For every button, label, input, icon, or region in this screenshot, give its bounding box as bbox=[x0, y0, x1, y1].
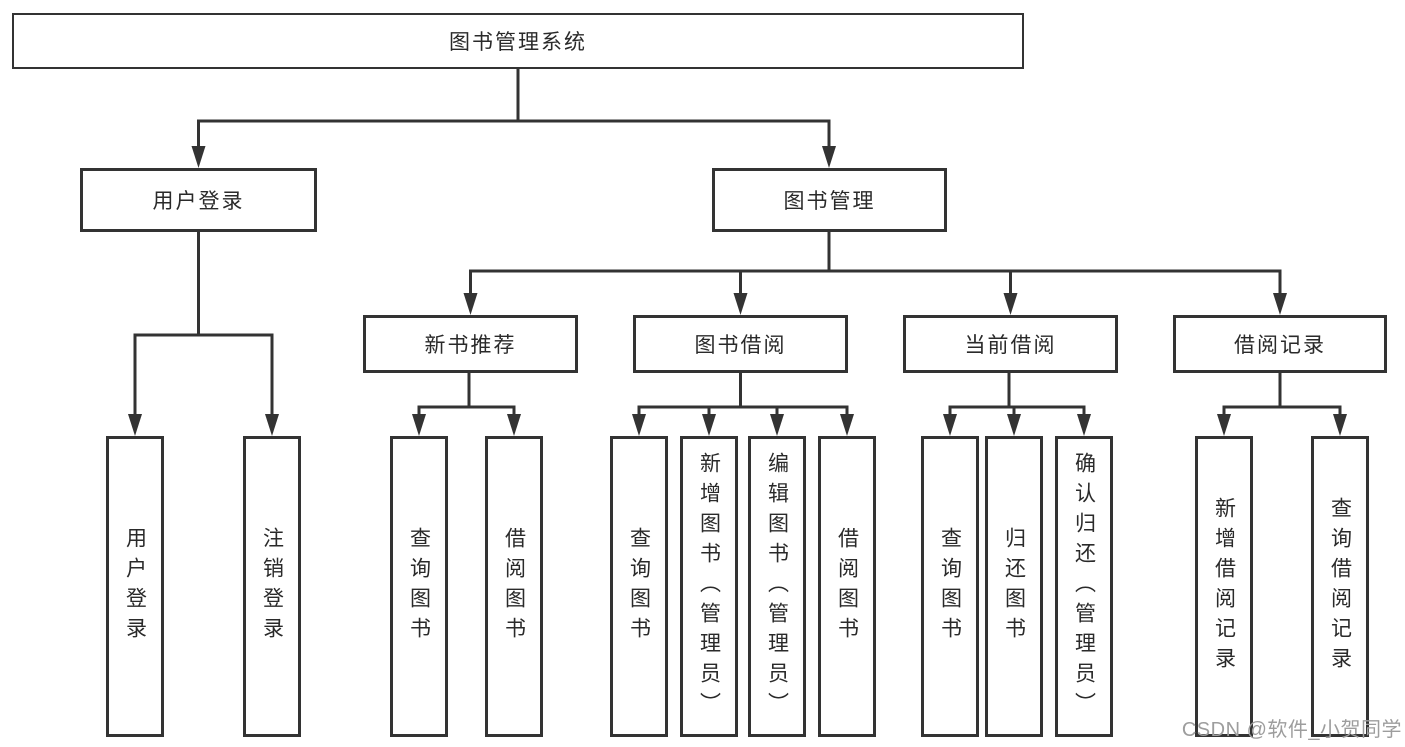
node-user-login: 用户登录 bbox=[80, 168, 317, 232]
leaf-user-login: 用户登录 bbox=[106, 436, 164, 737]
leaf-borrowing-borrow-books: 借阅图书 bbox=[818, 436, 876, 737]
leaf-current-return-books: 归还图书 bbox=[985, 436, 1043, 737]
leaf-current-confirm-return-admin: 确认归还（管理员） bbox=[1055, 436, 1113, 737]
leaf-newbooks-query-books: 查询图书 bbox=[390, 436, 448, 737]
leaf-records-query-borrow-record: 查询借阅记录 bbox=[1311, 436, 1369, 737]
leaf-logout: 注销登录 bbox=[243, 436, 301, 737]
leaf-borrowing-query-books: 查询图书 bbox=[610, 436, 668, 737]
leaf-newbooks-borrow-books: 借阅图书 bbox=[485, 436, 543, 737]
node-borrowing-records: 借阅记录 bbox=[1173, 315, 1387, 373]
node-library-management-system: 图书管理系统 bbox=[12, 13, 1024, 69]
leaf-borrowing-add-books-admin: 新增图书（管理员） bbox=[680, 436, 738, 737]
node-new-book-recommendation: 新书推荐 bbox=[363, 315, 578, 373]
leaf-current-query-books: 查询图书 bbox=[921, 436, 979, 737]
node-book-borrowing: 图书借阅 bbox=[633, 315, 848, 373]
leaf-borrowing-edit-books-admin: 编辑图书（管理员） bbox=[748, 436, 806, 737]
node-current-borrowing: 当前借阅 bbox=[903, 315, 1118, 373]
csdn-watermark: CSDN @软件_小贺同学 bbox=[1181, 719, 1402, 741]
leaf-records-add-borrow-record: 新增借阅记录 bbox=[1195, 436, 1253, 737]
node-book-management: 图书管理 bbox=[712, 168, 947, 232]
